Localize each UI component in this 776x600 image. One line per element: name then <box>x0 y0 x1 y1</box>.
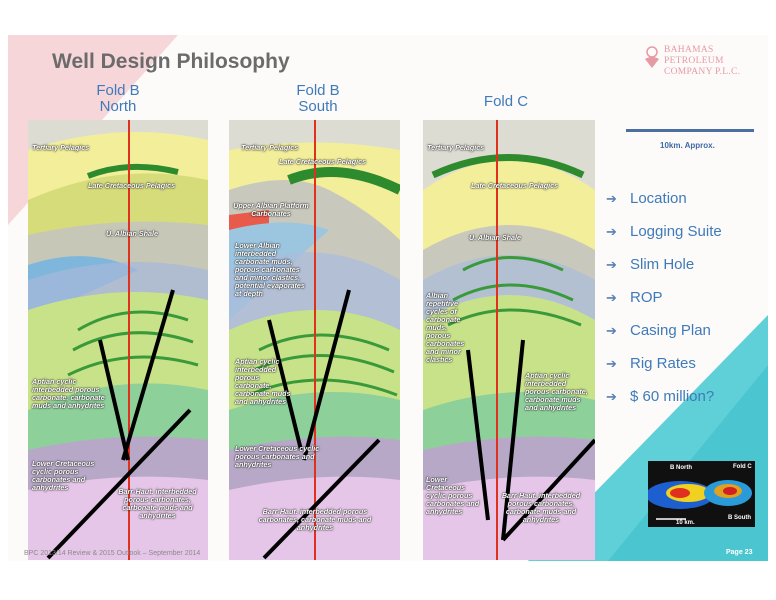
slide: Well Design Philosophy BAHAMAS PETROLEUM… <box>8 35 768 561</box>
bullet-item: ➔Rig Rates <box>606 355 696 372</box>
chevron-right-icon: ➔ <box>606 355 617 371</box>
bullet-item: ➔Location <box>606 190 687 207</box>
bullet-item: ➔ROP <box>606 289 663 306</box>
map-label-b-south: B South <box>728 515 751 521</box>
label-albian-shale: U. Albian Shale <box>469 233 522 242</box>
map-label-b-north: B North <box>670 465 692 471</box>
logo-line-3: COMPANY P.L.C. <box>664 67 741 77</box>
bullet-item: ➔Casing Plan <box>606 322 711 339</box>
label-tertiary-pelagics: Tertiary Pelagics <box>32 143 90 152</box>
seismic-section-fold-b-south: Tertiary Pelagics Late Cretaceous Pelagi… <box>229 120 400 560</box>
chevron-right-icon: ➔ <box>606 322 617 338</box>
fold-c-label: Fold C <box>483 93 529 110</box>
bullet-item: ➔Slim Hole <box>606 256 695 273</box>
page-number: Page 23 <box>726 549 753 556</box>
chevron-right-icon: ➔ <box>606 223 617 239</box>
chevron-right-icon: ➔ <box>606 289 617 305</box>
label-upper-albian: Upper Albian Platform Carbonates <box>233 201 309 218</box>
label-aptian: Aptian cyclic interbedded porous carbona… <box>32 377 105 410</box>
map-scale-label: 10 km. <box>676 520 695 526</box>
fold-b-north-label: Fold B North <box>96 82 140 115</box>
logo-line-2: PETROLEUM <box>664 56 724 66</box>
chevron-right-icon: ➔ <box>606 256 617 272</box>
label-aptian: Aptian cyclic interbedded porous carbona… <box>235 357 291 406</box>
map-label-fold-c: Fold C <box>733 464 752 470</box>
chevron-right-icon: ➔ <box>606 388 617 404</box>
location-map: B North Fold C B South 10 km. <box>648 461 755 527</box>
label-tertiary-pelagics: Tertiary Pelagics <box>241 143 299 152</box>
seismic-image-fold-c <box>423 120 595 560</box>
label-late-cretaceous: Late Cretaceous Pelagics <box>88 181 176 190</box>
label-lower-albian: Lower Albian interbedded carbonate muds,… <box>235 241 305 298</box>
label-albian-shale: U. Albian Shale <box>106 229 159 238</box>
company-logo: BAHAMAS PETROLEUM COMPANY P.L.C. <box>642 43 762 83</box>
fold-b-south-label: Fold B South <box>296 82 340 115</box>
label-albian-cycles: Albian repetitive cycles of carbonate mu… <box>426 291 465 364</box>
scale-bar <box>626 129 754 132</box>
slide-title: Well Design Philosophy <box>52 50 290 73</box>
label-barr-haut: Barr-Haut. interbedded porous carbonates… <box>118 487 197 520</box>
seismic-section-fold-c: Tertiary Pelagics Late Cretaceous Pelagi… <box>423 120 595 560</box>
scale-label: 10km. Approx. <box>660 141 715 150</box>
label-barr-haut: Barr-Haut. interbedded porous carbonates… <box>501 491 581 524</box>
label-late-cretaceous: Late Cretaceous Pelagics <box>471 181 559 190</box>
label-lower-cretaceous: Lower Cretaceous cyclic porous carbonate… <box>426 475 480 516</box>
label-lower-cretaceous: Lower Cretaceous cyclic porous carbonate… <box>32 459 95 492</box>
label-late-cretaceous: Late Cretaceous Pelagics <box>279 157 367 166</box>
label-aptian: Aptian cyclic interbedded porous carbona… <box>525 371 588 412</box>
logo-line-1: BAHAMAS <box>664 45 714 55</box>
heatmap-image <box>648 461 755 527</box>
seismic-section-fold-b-north: Tertiary Pelagics Late Cretaceous Pelagi… <box>28 120 208 560</box>
bullet-list: ➔Location ➔Logging Suite ➔Slim Hole ➔ROP… <box>606 182 722 413</box>
chevron-right-icon: ➔ <box>606 190 617 206</box>
bullet-item: ➔$ 60 million? <box>606 388 715 405</box>
label-tertiary-pelagics: Tertiary Pelagics <box>427 143 485 152</box>
bullet-item: ➔Logging Suite <box>606 223 722 240</box>
seismic-image-fold-b-north <box>28 120 208 560</box>
label-barr-haut: Barr-Haut. interbedded porous carbonates… <box>258 507 372 532</box>
seismic-image-fold-b-south <box>229 120 400 560</box>
footer-text: BPC 2013/14 Review & 2015 Outlook – Sept… <box>24 550 201 557</box>
label-lower-cretaceous: Lower Cretaceous cyclic porous carbonate… <box>235 444 320 469</box>
logo-emblem-icon <box>645 46 659 68</box>
